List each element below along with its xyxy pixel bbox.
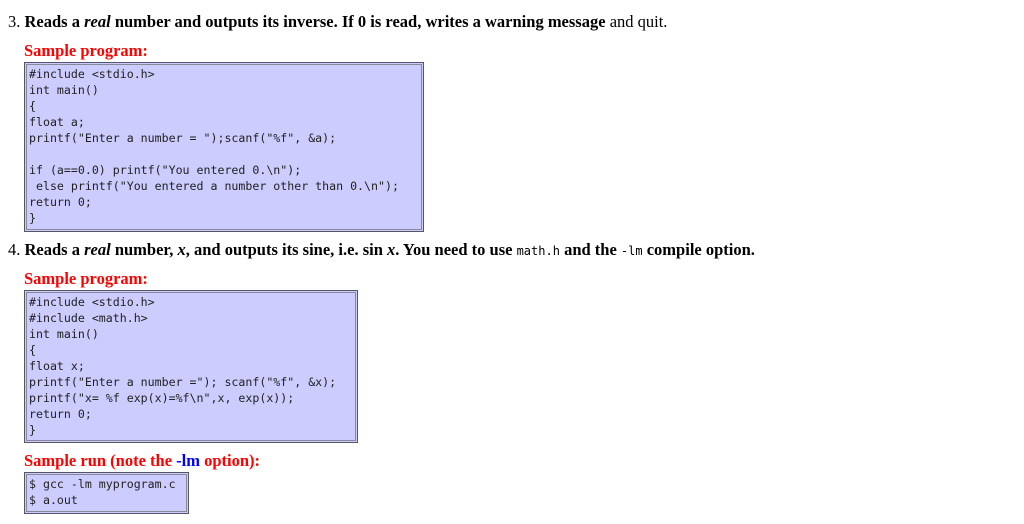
run-line: $ a.out [29,493,78,507]
item-3-italic-real: real [84,12,111,31]
item-4-run-box: $ gcc -lm myprogram.c $ a.out [24,472,189,514]
item-4-text-mid: number, [110,240,178,259]
item-3-text-plain: and quit. [605,12,668,31]
code-line: { [29,343,36,357]
code-line: return 0; [29,195,92,209]
code-line: } [29,211,36,225]
code-line: int main() [29,83,99,97]
sample-run-label-option: -lm [176,451,200,470]
item-4-var-x2: x [387,240,396,259]
code-line: printf("x= %f exp(x)=%f\n",x, exp(x)); [29,391,295,405]
item-4-code-box: #include <stdio.h> #include <math.h> int m… [24,290,358,443]
code-line: printf("Enter a number ="); scanf("%f", … [29,375,337,389]
item-4-text-mid3: . You need to use [395,240,517,259]
code-line [29,146,423,162]
item-3-text-mid: number and outputs its inverse. If 0 is … [110,12,606,31]
code-line: int main() [29,327,99,341]
item-4-run-commands: $ gcc -lm myprogram.c $ a.out [25,473,188,508]
item-3-code-box: #include <stdio.h> int main() { float a; pri… [24,62,424,232]
code-line: else printf("You entered a number other … [29,179,399,193]
code-line: { [29,99,36,113]
code-line: #include <stdio.h> [29,67,155,81]
item-4-heading: 4. Reads a real number, x, and outputs i… [8,240,755,261]
item-4-italic-real: real [84,240,111,259]
item-4-text-end: compile option. [642,240,755,259]
sample-run-label-post: option): [200,451,261,470]
code-line: } [29,423,36,437]
item-4-text-mid2: , and outputs its sine, i.e. sin [185,240,387,259]
item-4-code: #include <stdio.h> #include <math.h> int m… [25,291,357,438]
item-3-text-pre: Reads a [24,12,85,31]
item-4-var-x: x [177,240,186,259]
code-line: printf("Enter a number = ");scanf("%f", … [29,131,337,145]
item-3-sample-program-label: Sample program: [24,41,148,60]
sample-run-label-pre: Sample run (note the [24,451,177,470]
item-3-number: 3. [8,12,21,31]
item-4-sample-program-label: Sample program: [24,269,148,288]
item-4-text-pre: Reads a [24,240,85,259]
previous-item-cutoff-text [8,0,12,9]
code-line: if (a==0.0) printf("You entered 0.\n"); [29,163,302,177]
item-4-number: 4. [8,240,21,259]
code-line: float x; [29,359,85,373]
code-line: #include <stdio.h> [29,295,155,309]
item-3-code: #include <stdio.h> int main() { float a; pri… [25,63,423,226]
code-line: return 0; [29,407,92,421]
item-4-code-lm: -lm [620,244,643,258]
run-line: $ gcc -lm myprogram.c [29,477,176,491]
item-3-heading: 3. Reads a real number and outputs its i… [8,12,667,32]
code-line: float a; [29,115,85,129]
item-4-code-math-h: math.h [516,244,560,258]
item-4-text-mid4: and the [559,240,621,259]
item-4-sample-run-label: Sample run (note the -lm option): [24,451,260,471]
code-line: #include <math.h> [29,311,148,325]
